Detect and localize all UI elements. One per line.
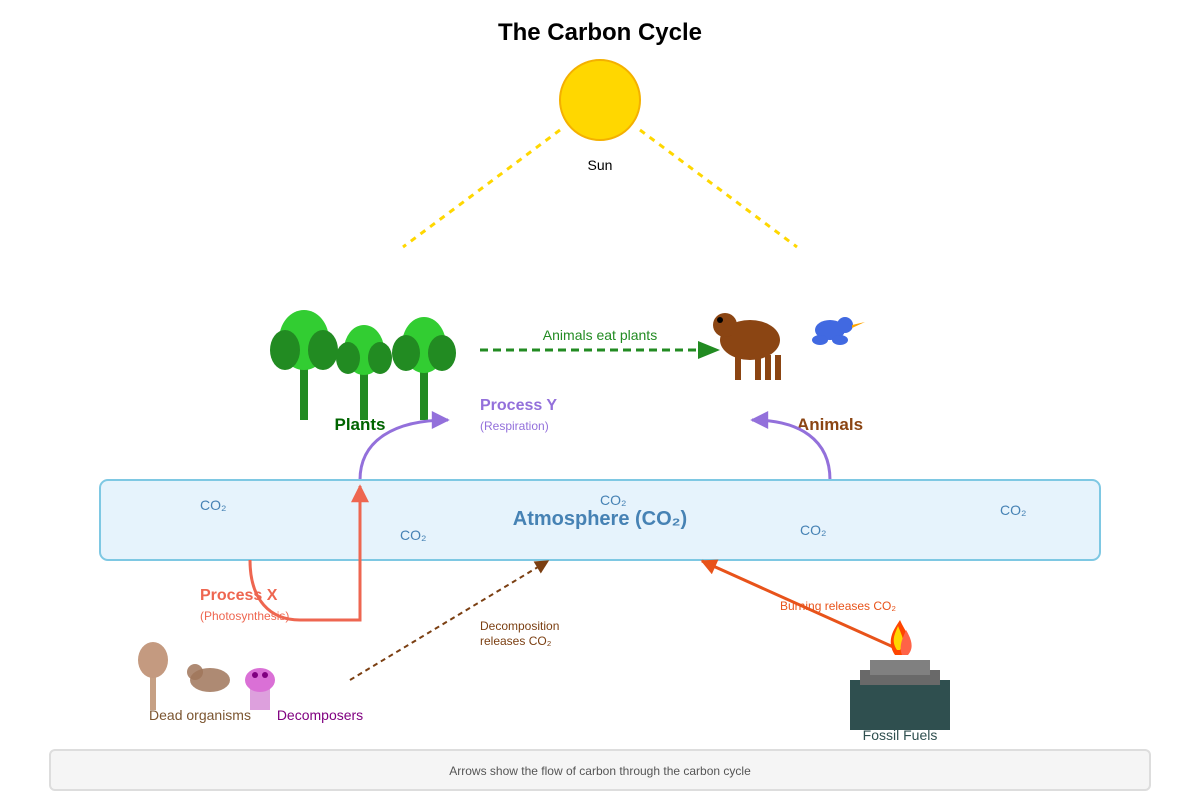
sun-icon [559,59,641,141]
atmosphere-box [99,479,1101,561]
process-y-label: Process Y [480,397,557,414]
decomposition-label-line2: releases CO₂ [480,634,552,648]
tree-icon [392,317,456,420]
decomposers-group: Dead organisms Decomposers [138,642,363,723]
co2-marker: CO₂ [200,497,226,513]
atmosphere-label: Atmosphere (CO₂) [513,508,687,530]
process-x-group: Process X (Photosynthesis) [200,484,369,623]
eat-arrow-head [698,341,720,359]
fossil-fuels-label: Fossil Fuels [863,727,938,743]
mushroom-icon [245,668,275,710]
decomposition-group: Decomposition releases CO₂ [349,560,559,681]
cow-icon [713,313,781,380]
sun-group: Sun [402,59,798,249]
footer-text: Arrows show the flow of carbon through t… [449,764,751,778]
process-y-sublabel: (Respiration) [480,419,549,433]
decomposers-label: Decomposers [277,707,363,723]
atmosphere-group: CO₂ CO₂ CO₂ CO₂ CO₂ Atmosphere (CO₂) [99,479,1101,561]
process-x-label: Process X [200,587,278,604]
photosynthesis-arrow [248,484,369,622]
process-y-group: Process Y (Respiration) [358,397,832,481]
dead-animal-icon [187,664,230,692]
footer-note: Arrows show the flow of carbon through t… [49,749,1151,791]
eat-arrow-label: Animals eat plants [543,327,657,343]
respiration-arrow-animals [750,411,832,481]
eat-arrow-group: Animals eat plants [480,327,720,359]
dead-tree-icon [138,642,168,710]
sunbeam-right [639,128,798,249]
burning-group: Burning releases CO₂ [700,559,901,652]
plants-label: Plants [334,415,385,434]
animals-group: Animals [713,313,865,434]
co2-marker: CO₂ [800,522,826,538]
co2-marker: CO₂ [400,527,426,543]
bird-icon [812,317,865,345]
burning-arrow [700,559,901,652]
tree-icon [336,325,392,420]
process-x-sublabel: (Photosynthesis) [200,609,289,623]
diagram-title: The Carbon Cycle [498,19,702,46]
sun-label: Sun [588,157,613,173]
footer-box [49,749,1151,791]
sunbeam-left [402,128,561,249]
decomposition-arrow [349,560,550,681]
flame-icon [890,620,912,655]
respiration-arrow-plants [358,411,450,481]
factory-icon [850,660,950,730]
decomposition-label-line1: Decomposition [480,619,559,633]
co2-marker: CO₂ [600,492,626,508]
burning-label: Burning releases CO₂ [780,599,896,613]
fossil-fuels-group: Fossil Fuels [850,620,950,743]
plants-group: Plants [270,310,456,434]
tree-icon [270,310,338,420]
animals-label: Animals [797,415,863,434]
co2-marker: CO₂ [1000,502,1026,518]
dead-organisms-label: Dead organisms [149,707,251,723]
